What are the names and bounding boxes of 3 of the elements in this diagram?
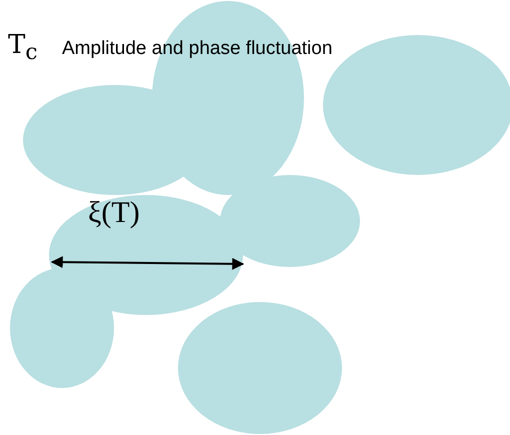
critical-temperature-label: T$_{c}$ [8,30,38,66]
coherence-length-label: ξ(T) [88,196,140,230]
fluctuation-heading: Amplitude and phase fluctuation [62,38,332,60]
